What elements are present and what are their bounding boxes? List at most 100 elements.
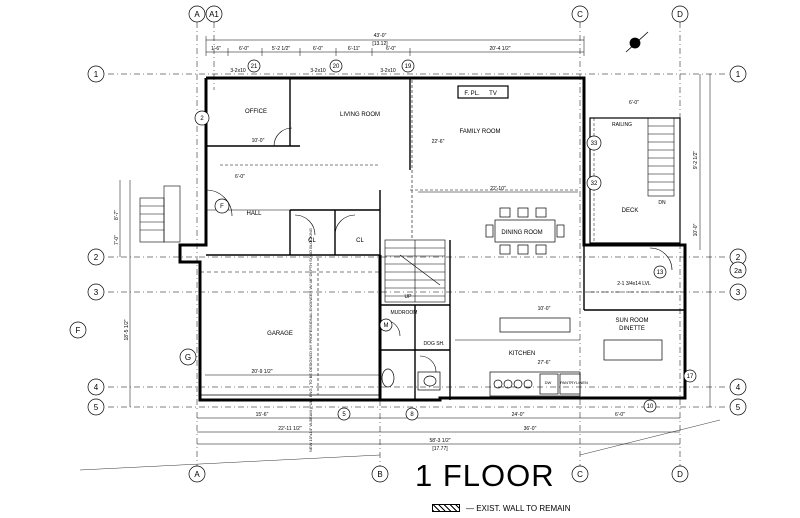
grid-label-a-bottom: A: [194, 470, 200, 479]
room-deck: DECK: [622, 208, 639, 214]
dim-kitchen-w: 27'-6": [538, 360, 551, 366]
dim-bottom-total: 58'-3 1/2": [429, 438, 450, 444]
dim-family-w: 22'-6": [432, 139, 445, 145]
dim-bottom-e: 6'-0": [615, 412, 625, 418]
dim-seg1: 1'-6": [211, 46, 221, 52]
hatch-swatch-icon: [432, 504, 460, 512]
dim-bottom-c: 36'-0": [524, 426, 537, 432]
dim-kitchen-top: 10'-0": [538, 306, 551, 312]
dim-office-h: 10'-0": [252, 138, 265, 144]
grid-label-5-right: 5: [736, 403, 741, 412]
dim-seg5: 6'-11": [348, 46, 361, 52]
callout-5: 5: [342, 412, 346, 418]
dim-left-h3: 7'-0": [114, 235, 120, 245]
dimension-lines: [119, 36, 711, 445]
grid-label-5-left: 5: [94, 403, 99, 412]
header-label-1: 3-2x10: [230, 68, 246, 74]
dim-seg4: 6'-0": [313, 46, 323, 52]
room-cl-2: CL: [356, 238, 364, 244]
grid-label-d-top: D: [677, 10, 683, 19]
exterior-walls: [178, 76, 687, 402]
legend: — EXIST. WALL TO REMAIN: [432, 500, 570, 516]
grid-label-c-bottom: C: [577, 470, 583, 479]
callout-32: 32: [591, 181, 598, 187]
room-hall: HALL: [246, 211, 262, 217]
grid-label-a1-top: A1: [209, 10, 219, 19]
entry-stair: [139, 185, 181, 243]
dim-overall-top: 43'-0": [374, 33, 387, 39]
room-living: LIVING ROOM: [340, 112, 380, 118]
dining-table: [485, 207, 565, 255]
label-up: UP: [405, 294, 413, 300]
deck-stair: [647, 117, 675, 197]
dim-seg3: 5'-2 1/2": [272, 46, 291, 52]
callout-33: 33: [591, 141, 598, 147]
callout-8: 8: [410, 412, 414, 418]
grid-label-b-bottom: B: [377, 470, 382, 479]
dim-top-right: 20'-4 1/2": [489, 46, 510, 52]
grid-label-d-bottom: D: [677, 470, 683, 479]
dim-bottom-b: 15'-6": [256, 412, 269, 418]
callout-21: 21: [251, 64, 258, 70]
room-dining: DINING ROOM: [501, 230, 542, 236]
page-title: 1 FLOOR: [415, 458, 555, 493]
grid-label-4-right: 4: [736, 383, 741, 392]
door-swings: [205, 127, 673, 373]
dim-bottom-total-m: [17.77]: [432, 446, 448, 452]
room-sunroom: SUN ROOM: [616, 318, 649, 324]
callout-19: 19: [405, 64, 412, 70]
grid-label-2-right: 2: [736, 253, 741, 262]
deck-outline: [589, 117, 681, 244]
room-garage: GARAGE: [267, 331, 293, 337]
dim-deck-h: 10'-0": [693, 223, 699, 236]
room-dinette: DINETTE: [619, 326, 645, 332]
grid-label-g: G: [185, 353, 191, 362]
bath-fixtures: [381, 368, 441, 391]
callout-13: 13: [657, 270, 664, 276]
callout-m: M: [384, 323, 389, 329]
fireplace-label: F. PL.: [464, 91, 480, 97]
tv-label: TV: [489, 91, 497, 97]
grid-label-2-left: 2: [94, 253, 99, 262]
header-label-2: 3-2x10: [310, 68, 326, 74]
grid-label-3-right: 3: [736, 288, 741, 297]
railing-label: RAILING: [612, 122, 632, 128]
dim-bottom-a: 22'-11 1/2": [278, 426, 302, 432]
dim-dining-w: 22'-10": [490, 186, 506, 192]
kitchen-cabinets: [489, 317, 581, 397]
dim-left-h1: 18'-5 1/2": [124, 319, 130, 340]
dim-seg2: 6'-0": [239, 46, 249, 52]
garage-beam-note: NEW 10"x14" W-BEAM (FULL ENG.) TO BE DES…: [308, 228, 313, 452]
callout-2: 2: [200, 116, 204, 122]
callout-f: F: [220, 204, 224, 210]
room-kitchen: KITCHEN: [509, 351, 535, 357]
callout-17: 17: [687, 374, 694, 380]
grid-label-f: F: [76, 326, 81, 335]
callout-20: 20: [333, 64, 340, 70]
room-office: OFFICE: [245, 109, 267, 115]
dim-garage-w: 20'-9 1/2": [251, 369, 272, 375]
dim-deck-top: 6'-0": [629, 100, 639, 106]
label-dn: DN: [658, 200, 666, 206]
grid-label-1-right: 1: [736, 70, 741, 79]
grid-label-3-left: 3: [94, 288, 99, 297]
grid-bubbles: [69, 5, 747, 483]
grid-label-a-top: A: [194, 10, 200, 19]
dim-seg6: 6'-0": [386, 46, 396, 52]
callout-10: 10: [647, 404, 654, 410]
dim-lvl: 2-1 3/4x14 LVL: [617, 281, 651, 287]
legend-label: — EXIST. WALL TO REMAIN: [466, 503, 571, 513]
header-label-3: 3-2x10: [380, 68, 396, 74]
room-linen: LINEN: [576, 380, 588, 385]
room-cl-1: CL: [308, 238, 316, 244]
grid-label-4-left: 4: [94, 383, 99, 392]
room-mudroom: MUDROOM: [391, 310, 418, 316]
room-pantry: PANTRY: [560, 380, 576, 385]
dim-overall-top-m: [13.12]: [372, 41, 388, 47]
callout-bubbles: [194, 59, 697, 421]
main-stair: [384, 239, 446, 303]
grid-label-2a-right: 2a: [734, 268, 742, 275]
room-family: FAMILY ROOM: [459, 129, 500, 135]
dim-bottom-d: 24'-0": [512, 412, 525, 418]
